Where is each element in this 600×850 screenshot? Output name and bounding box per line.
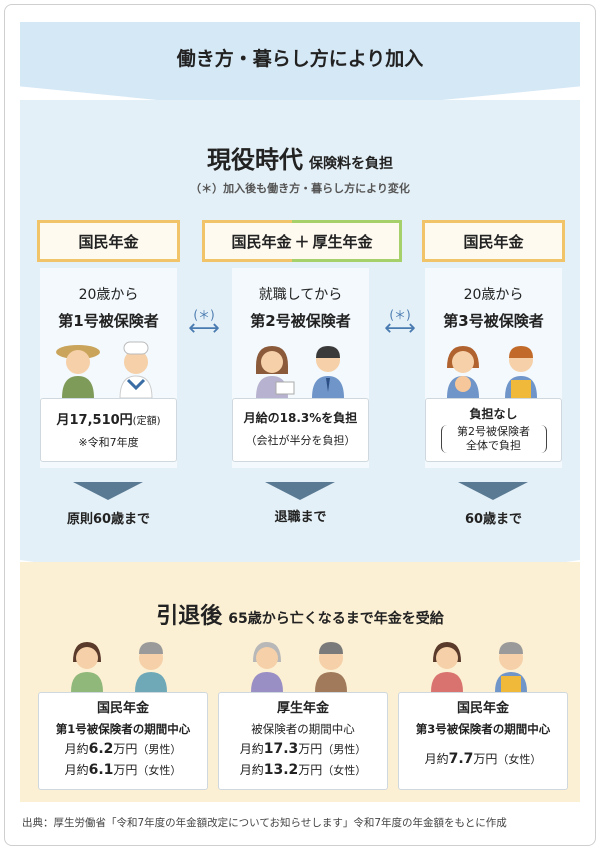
column-1-end: 原則60歳まで xyxy=(66,512,151,527)
column-3-bracket: 第2号被保険者 全体で負担 xyxy=(440,425,547,453)
farmer-chef-icon xyxy=(56,341,153,398)
elderly-couple-icon-3 xyxy=(431,642,527,692)
pension-row: 月約6.2万円（男性） xyxy=(64,741,182,757)
retired-subtitle: 65歳から亡くなるまで年金を受給 xyxy=(228,611,444,627)
swap-arrow-icon-2: ⟷ xyxy=(384,316,416,341)
pension-row: 月約7.7万円（女性） xyxy=(424,751,542,767)
column-3-info: 負担なし 第2号被保険者 全体で負担 xyxy=(425,398,562,462)
office-workers-icon xyxy=(256,346,344,398)
parent-child-icon xyxy=(447,346,537,398)
pension-row: 月約6.1万円（女性） xyxy=(64,762,182,778)
pension-card-2: 厚生年金 被保険者の期間中心 月約17.3万円（男性） 月約13.2万円（女性） xyxy=(218,692,388,790)
pension-row: 月約17.3万円（男性） xyxy=(239,741,367,757)
pension-row: 月約13.2万円（女性） xyxy=(239,762,367,778)
column-1-head: 20歳から 第1号被保険者 xyxy=(58,287,159,330)
top-title: 働き方・暮らし方により加入 xyxy=(176,48,424,70)
column-2-end: 退職まで xyxy=(274,510,327,525)
column-3-end: 60歳まで xyxy=(464,512,523,527)
active-title: 現役時代保険料を負担 xyxy=(207,146,393,174)
label-kokumin-kousei: 国民年金＋厚生年金 xyxy=(202,220,402,262)
column-2-info: 月給の18.3%を負担 （会社が半分を負担） xyxy=(232,398,369,462)
label-kokumin-3: 国民年金 xyxy=(422,220,565,262)
column-1-info: 月17,510円(定額) ※令和7年度 xyxy=(40,398,177,462)
column-2-head: 就職してから 第2号被保険者 xyxy=(250,287,351,330)
elderly-couple-icon-1 xyxy=(71,642,167,692)
pension-card-1: 国民年金 第1号被保険者の期間中心 月約6.2万円（男性） 月約6.1万円（女性… xyxy=(38,692,208,790)
swap-label-1: (＊) xyxy=(193,308,215,322)
column-3-head: 20歳から 第3号被保険者 xyxy=(443,287,544,330)
pension-card-3: 国民年金 第3号被保険者の期間中心 月約7.7万円（女性） xyxy=(398,692,568,790)
swap-label-2: (＊) xyxy=(389,308,411,322)
swap-arrow-icon-1: ⟷ xyxy=(188,316,220,341)
active-note: （＊）加入後も働き方・暮らし方により変化 xyxy=(190,182,410,195)
source-note: 出典：厚生労働省「令和7年度の年金額改定についてお知らせします」令和7年度の年金… xyxy=(22,817,507,829)
elderly-couple-icon-2 xyxy=(251,642,347,692)
label-kokumin-1: 国民年金 xyxy=(37,220,180,262)
active-subtitle: 保険料を負担 xyxy=(309,156,393,172)
